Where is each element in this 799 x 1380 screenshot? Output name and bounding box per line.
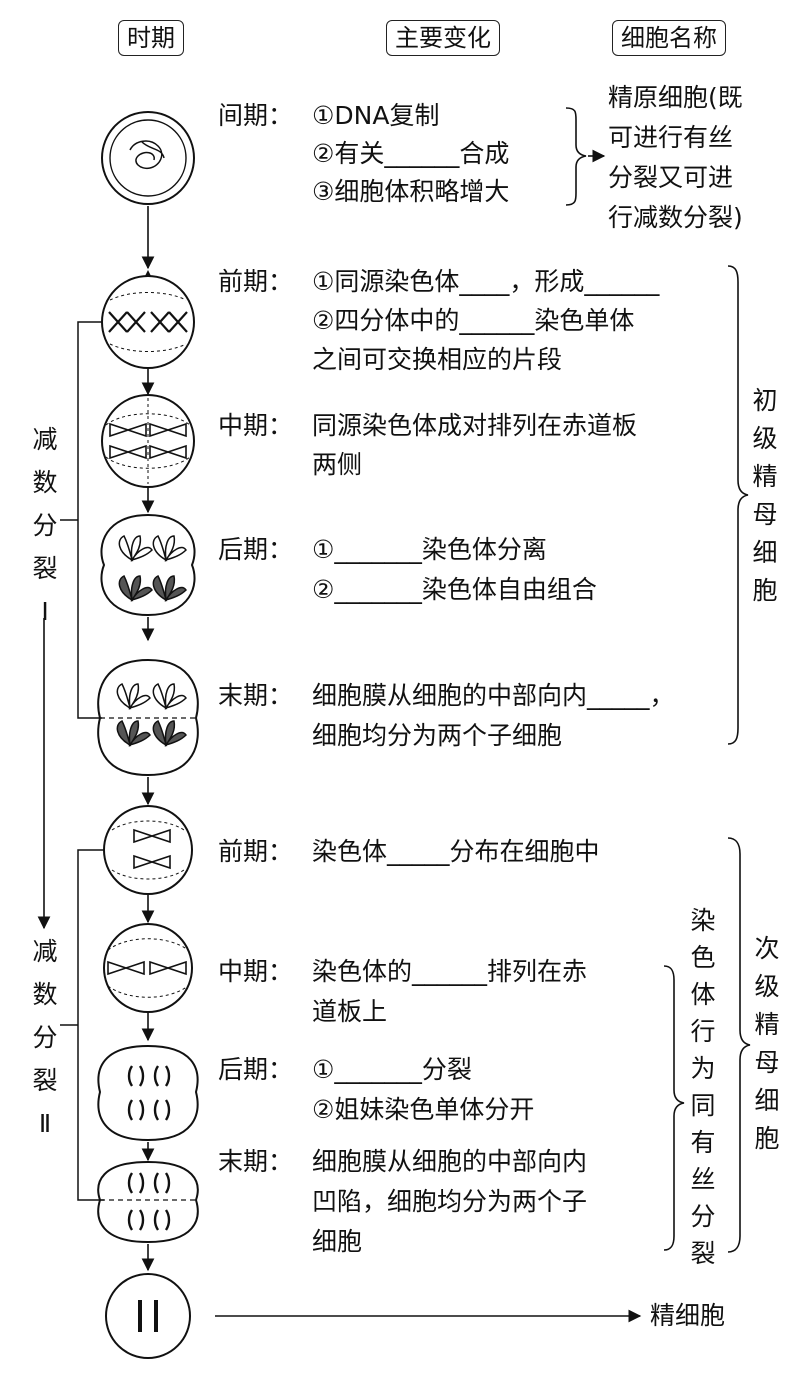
m2-metaphase-label: 中期： (218, 957, 294, 986)
m2-telophase-line3: 细胞 (312, 1227, 363, 1256)
m2-metaphase-line1: 染色体的______排列在赤 (312, 957, 588, 986)
m2-metaphase-line2: 道板上 (312, 997, 388, 1026)
m2-telophase-label: 末期： (218, 1147, 294, 1176)
m1-anaphase-label: 后期： (218, 535, 294, 564)
interphase-line3: ③细胞体积略增大 (312, 177, 510, 206)
m1-metaphase-line1: 同源染色体成对排列在赤道板 (312, 411, 638, 440)
m1-prophase-line2: ②四分体中的______染色单体 (312, 306, 635, 335)
m1-prophase-line3: 之间可交换相应的片段 (312, 345, 563, 374)
m2-prophase-line1: 染色体_____分布在细胞中 (312, 837, 600, 866)
cell-interphase (101, 111, 195, 205)
brace-interphase (565, 107, 587, 206)
header-period: 时期 (118, 20, 184, 56)
cell-m2-anaphase (97, 1044, 199, 1142)
brace-mitosis-note (663, 965, 685, 1251)
cell-m1-anaphase (100, 513, 196, 617)
interphase-cell-name-2: 可进行有丝 (608, 123, 734, 152)
bracket-m1 (77, 321, 102, 719)
interphase-line2: ②有关______合成 (312, 139, 510, 168)
interphase-line1: ①DNA复制 (312, 101, 440, 130)
brace-m2 (727, 837, 751, 1253)
header-main-changes: 主要变化 (386, 20, 500, 56)
m1-telophase-label: 末期： (218, 681, 294, 710)
interphase-cell-name-4: 行减数分裂) (608, 203, 743, 232)
m2-cell-name: 次 级 精 母 细 胞 (754, 934, 780, 1153)
cell-m1-telophase (97, 658, 199, 777)
cell-m2-metaphase (103, 923, 193, 1013)
m1-anaphase-line2: ②_______染色体自由组合 (312, 575, 597, 604)
bracket-m2 (77, 849, 104, 1201)
m1-metaphase-label: 中期： (218, 411, 294, 440)
cell-m2-telophase (97, 1160, 199, 1244)
cell-m2-prophase (103, 805, 193, 895)
cell-m1-metaphase (101, 394, 195, 488)
m2-mitosis-note: 染 色 体 行 为 同 有 丝 分 裂 (690, 906, 716, 1268)
m2-telophase-line1: 细胞膜从细胞的中部向内 (312, 1147, 588, 1176)
m2-anaphase-line1: ①_______分裂 (312, 1055, 472, 1084)
interphase-label: 间期： (218, 101, 294, 130)
m1-metaphase-line2: 两侧 (312, 450, 363, 479)
m1-telophase-line2: 细胞均分为两个子细胞 (312, 721, 563, 750)
m2-side-label: 减 数 分 裂 Ⅱ (32, 937, 58, 1138)
m1-side-label: 减 数 分 裂 Ⅰ (32, 425, 58, 626)
final-cell-label: 精细胞 (650, 1301, 726, 1330)
m2-anaphase-line2: ②姐妹染色单体分开 (312, 1095, 535, 1124)
m2-anaphase-label: 后期： (218, 1055, 294, 1084)
cell-sperm (105, 1273, 191, 1359)
brace-m1 (727, 265, 749, 745)
header-cell-name: 细胞名称 (612, 20, 726, 56)
m1-prophase-line1: ①同源染色体____，形成______ (312, 267, 660, 296)
m2-prophase-label: 前期： (218, 837, 294, 866)
cell-m1-prophase (101, 270, 195, 369)
m1-cell-name: 初 级 精 母 细 胞 (752, 386, 778, 605)
interphase-cell-name-3: 分裂又可进 (608, 163, 734, 192)
m2-telophase-line2: 凹陷，细胞均分为两个子 (312, 1187, 588, 1216)
m1-anaphase-line1: ①_______染色体分离 (312, 535, 547, 564)
interphase-cell-name-1: 精原细胞(既 (608, 83, 743, 112)
m1-telophase-line1: 细胞膜从细胞的中部向内_____， (312, 681, 675, 710)
m1-prophase-label: 前期： (218, 267, 294, 296)
